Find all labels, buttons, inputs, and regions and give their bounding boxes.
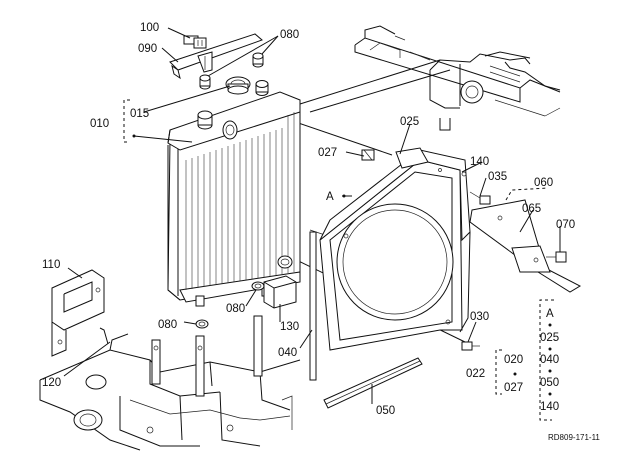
bottom-seal <box>323 357 423 409</box>
callout-060: 060 <box>534 177 553 189</box>
radiator-cap <box>225 76 251 95</box>
callout-140: 140 <box>470 156 489 168</box>
callout-022: 022 <box>466 368 485 380</box>
callout-025: 025 <box>400 116 419 128</box>
bolt-035 <box>469 191 491 205</box>
legend-022-item: 027 <box>504 382 523 394</box>
callout-065: 065 <box>522 203 541 215</box>
legend-a-item: 140 <box>540 401 559 413</box>
legend-a-head: A <box>546 308 554 320</box>
callout-035: 035 <box>488 171 507 183</box>
callout-080-top: 080 <box>280 29 299 41</box>
clip <box>361 149 375 161</box>
legend-022-group: 020 027 <box>504 354 523 394</box>
callout-030: 030 <box>470 311 489 323</box>
group-brackets <box>123 99 554 421</box>
callout-080-lower-left: 080 <box>158 319 177 331</box>
bolt-070 <box>546 251 567 263</box>
leader-lines <box>63 27 561 404</box>
legend-a-group: A 025 040 050 140 <box>540 308 559 413</box>
top-bracket <box>169 33 263 80</box>
callout-labels: 100 090 080 010 015 025 027 140 035 060 … <box>42 22 575 417</box>
upper-frame-assembly <box>354 25 561 131</box>
bolt-030 <box>461 341 480 351</box>
side-bracket <box>51 269 105 357</box>
callout-015: 015 <box>130 108 149 120</box>
callout-040: 040 <box>278 347 297 359</box>
bracket-plate <box>469 199 582 293</box>
legend-a-item: 050 <box>540 377 559 389</box>
lower-frame <box>39 315 301 451</box>
seal-strip <box>309 231 317 381</box>
callout-070: 070 <box>556 219 575 231</box>
callout-110: 110 <box>42 259 60 271</box>
rubber-block <box>263 275 297 309</box>
callout-027: 027 <box>318 147 337 159</box>
callout-100: 100 <box>140 22 159 34</box>
callout-090: 090 <box>138 43 157 55</box>
fan-shroud <box>319 147 471 351</box>
reference-code: RD809-171-11 <box>548 433 600 442</box>
callout-080-lower-right: 080 <box>226 303 245 315</box>
legend-022-item: 020 <box>504 354 523 366</box>
radiator <box>167 80 301 307</box>
legend-a-item: 025 <box>540 332 559 344</box>
radiator-core-fins <box>185 112 295 290</box>
legend-a-item: 040 <box>540 354 559 366</box>
callout-010: 010 <box>90 118 109 130</box>
callout-A: A <box>326 191 334 203</box>
callout-130: 130 <box>280 321 299 333</box>
callout-120: 120 <box>42 377 61 389</box>
top-grommets <box>199 52 264 90</box>
callout-050: 050 <box>376 405 395 417</box>
